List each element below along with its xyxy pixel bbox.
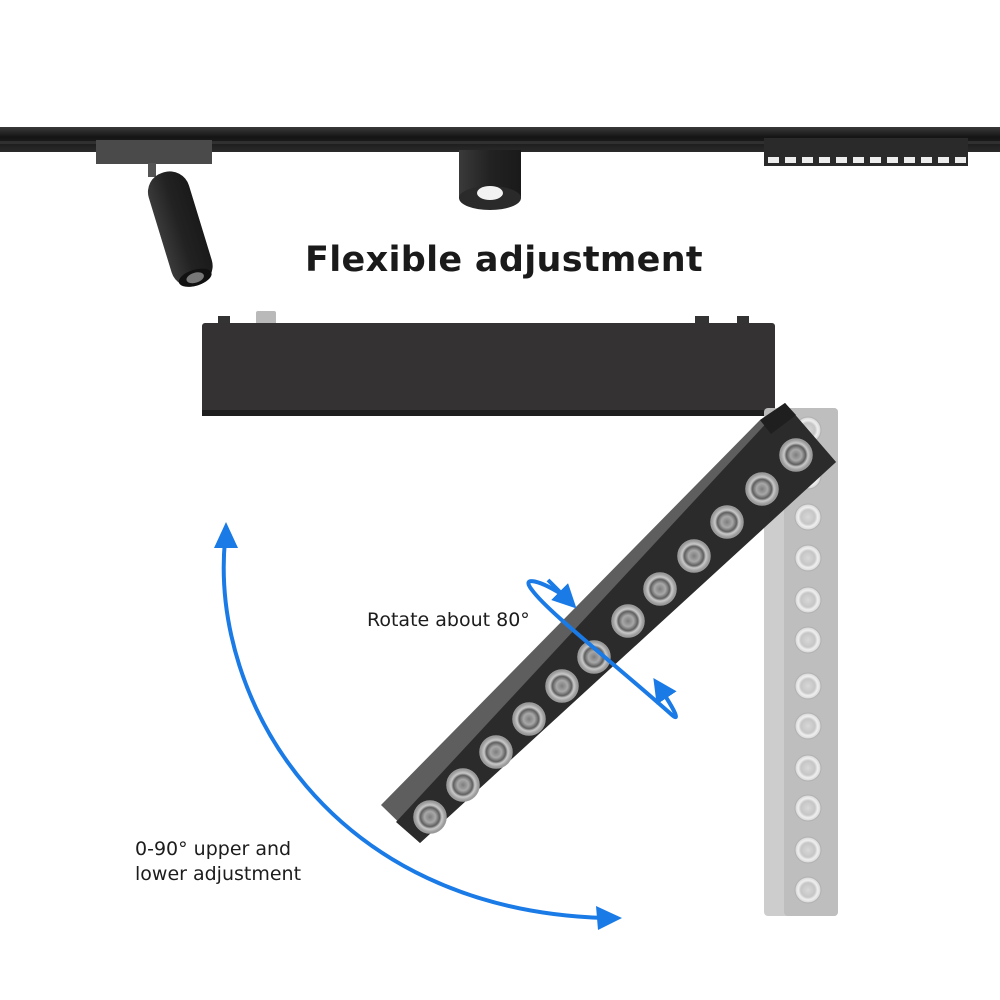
rotated-led-bar [381,403,836,843]
adjust-label-line2: lower adjustment [135,863,302,885]
fixture-housing [202,311,775,416]
page-title: Flexible adjustment [305,240,703,280]
ghost-vertical-fixture [764,408,838,916]
spotlight-fixture [96,140,213,287]
adjust-label: 0-90° upper and lower adjustment [135,837,301,887]
adjust-label-line1: 0-90° upper and [135,838,292,860]
downlight-fixture [459,150,521,210]
rotate-label: Rotate about 80° [367,609,530,631]
rotate-arrow-icon [526,578,678,720]
adjust-arc-arrow-icon [214,522,622,930]
linear-track-light [764,138,968,166]
